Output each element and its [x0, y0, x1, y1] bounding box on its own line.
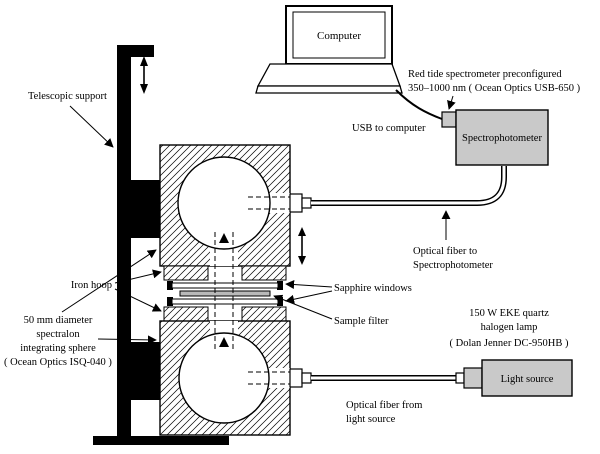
fiber-from-label-line2: light source	[346, 414, 396, 425]
telescopic-support-callout: Telescopic support	[28, 91, 114, 148]
window1-left-mount	[167, 281, 173, 290]
spectrophotometer-body	[455, 109, 549, 166]
lamp-desc-line1: 150 W EKE quartz	[469, 308, 549, 319]
laptop-screen-inner	[292, 11, 386, 59]
stand-base	[93, 436, 229, 445]
upper-beam-arrow-icon	[219, 233, 229, 243]
lower-beam-arrow-icon	[219, 337, 229, 347]
telescopic-support-label: Telescopic support	[28, 91, 107, 102]
support-vertical-bar	[117, 45, 131, 440]
laptop-front-edge	[255, 85, 403, 94]
sphere-desc-line2: spectralon	[36, 329, 80, 340]
iron-hoop-arrow-lower	[114, 288, 162, 312]
sample-filter-strip	[179, 290, 271, 297]
computer-label: Computer	[317, 30, 361, 42]
sample-filter-label: Sample filter	[334, 316, 389, 327]
lamp-desc-line3: ( Dolan Jenner DC-950HB )	[450, 338, 569, 349]
sample-filter-arrow	[273, 294, 333, 320]
sphere-arrow-lower	[97, 335, 157, 345]
spectrometer-pointer-arrow	[447, 95, 456, 110]
integrating-sphere-callout: 50 mm diameter spectralon integrating sp…	[4, 249, 157, 368]
fiber-core	[311, 166, 506, 205]
iron-hoop-callout: Iron hoop	[71, 269, 162, 312]
laptop-keyboard-deck	[256, 63, 401, 87]
fiber-to-label-line1: Optical fiber to	[413, 246, 477, 257]
iron-hoop-arrow-upper	[114, 269, 162, 284]
sphere-arrow-upper	[61, 249, 157, 313]
sapphire-window-bottom	[171, 298, 279, 305]
sphere-desc-line3: integrating sphere	[20, 343, 96, 354]
spectrometer-desc-line1: Red tide spectrometer preconfigured	[408, 69, 562, 80]
lower-sphere-block	[159, 306, 312, 436]
sapphire-arrow-top	[285, 280, 333, 290]
telescopic-support-stand	[93, 45, 229, 445]
sample-stage	[167, 281, 283, 306]
usb-plug	[441, 111, 457, 128]
sapphire-windows-label: Sapphire windows	[334, 283, 412, 294]
fiber-from-label-line1: Optical fiber from	[346, 400, 422, 411]
lower-sphere-cavity	[178, 332, 270, 424]
lower-fiber-connector	[289, 368, 303, 388]
light-source-body	[481, 359, 573, 397]
upper-fiber-connector	[289, 193, 303, 213]
window1-right-mount	[277, 281, 283, 290]
sapphire-window-top	[171, 282, 279, 289]
upper-bottom-port	[210, 247, 238, 266]
iron-hoop-label: Iron hoop	[71, 280, 112, 291]
usb-label: USB to computer	[352, 123, 426, 134]
fiber-to-spectrophotometer: Optical fiber to Spectrophotometer	[311, 166, 507, 271]
lower-top-port	[210, 321, 238, 335]
sphere-desc-line4: ( Ocean Optics ISQ-040 )	[4, 357, 112, 368]
light-path	[214, 196, 290, 385]
spectrophotometer-box: Spectrophotometer	[455, 109, 549, 166]
fiber-to-label-line2: Spectrophotometer	[413, 260, 493, 271]
upper-flange-right	[241, 265, 287, 281]
vertical-adjust-arrow-icon	[140, 56, 148, 94]
upper-sphere-cavity	[177, 156, 271, 250]
upper-fiber-ferrule	[301, 197, 312, 209]
sapphire-windows-callout: Sapphire windows	[285, 280, 412, 304]
laptop: Computer	[255, 5, 403, 94]
sample-filter-callout: Sample filter	[273, 294, 389, 327]
window2-left-mount	[167, 297, 173, 306]
upper-sphere-clamp	[131, 180, 161, 238]
upper-flange-left	[163, 265, 209, 281]
lower-sphere-clamp	[131, 342, 161, 400]
lower-flange-right	[241, 306, 287, 322]
lower-fiber-ferrule	[301, 372, 312, 384]
sphere-desc-line1: 50 mm diameter	[24, 315, 93, 326]
spectrophotometer-label: Spectrophotometer	[462, 133, 542, 144]
spectrometer-description: Red tide spectrometer preconfigured 350–…	[408, 69, 581, 110]
usb-cable	[395, 89, 443, 120]
fiber-outer	[311, 166, 507, 206]
lower-flange-left	[163, 306, 209, 322]
spectrometer-desc-line2: 350–1000 nm ( Ocean Optics USB-650 )	[408, 83, 581, 94]
upper-sphere-block	[159, 144, 312, 281]
light-source-unit: Light source 150 W EKE quartz halogen la…	[311, 308, 573, 425]
light-source-label: Light source	[501, 374, 554, 385]
light-source-connector	[463, 367, 483, 389]
telescopic-support-arrow	[69, 105, 114, 148]
sapphire-arrow-bottom	[285, 290, 333, 304]
light-source-ferrule	[455, 372, 465, 384]
lamp-desc-line2: halogen lamp	[481, 322, 538, 333]
block-adjust-arrow-icon	[298, 227, 306, 265]
